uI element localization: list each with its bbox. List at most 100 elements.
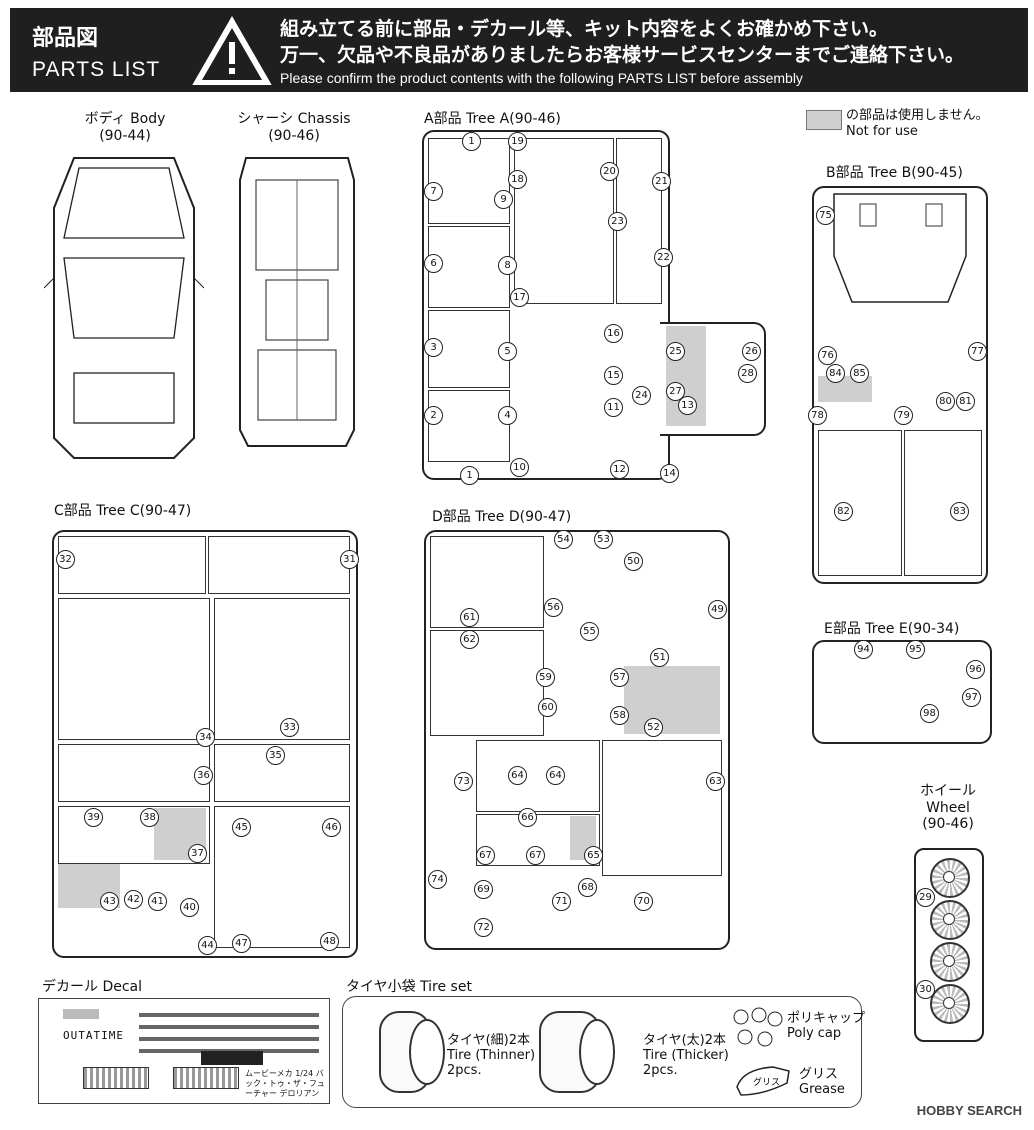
decal-strip [139, 1037, 319, 1041]
wheel-part [930, 858, 970, 898]
part-number: 5 [498, 342, 517, 361]
decal-caption: ムービーメカ 1/24 バック・トゥ・ザ・フューチャー デロリアン [245, 1069, 325, 1098]
tree-d-cell [430, 630, 544, 736]
part-number: 42 [124, 890, 143, 909]
polycap-icon [733, 1007, 783, 1047]
tree-d-code: (90-47) [519, 509, 572, 525]
header-notice: 組み立てる前に部品・デカール等、キット内容をよくお確かめ下さい。 万一、欠品や不… [280, 16, 964, 86]
part-number: 83 [950, 502, 969, 521]
part-number: 95 [906, 640, 925, 659]
part-number: 2 [424, 406, 443, 425]
title-en: PARTS LIST [32, 58, 161, 81]
part-number: 8 [498, 256, 517, 275]
part-number: 73 [454, 772, 473, 791]
tree-e-code: (90-34) [907, 621, 960, 637]
part-number: 1 [462, 132, 481, 151]
decal-strip [139, 1013, 319, 1017]
part-number: 49 [708, 600, 727, 619]
part-number: 7 [424, 182, 443, 201]
decal-light [83, 1067, 149, 1089]
not-for-use-swatch [806, 110, 842, 130]
part-number: 96 [966, 660, 985, 679]
part-number: 60 [538, 698, 557, 717]
part-number: 64 [508, 766, 527, 785]
part-number: 31 [340, 550, 359, 569]
tree-c-cell [58, 806, 210, 864]
chassis-name: シャーシ Chassis [237, 111, 351, 127]
part-number: 55 [580, 622, 599, 641]
part-number: 85 [850, 364, 869, 383]
polycap-label: ポリキャップ Poly cap [787, 1007, 865, 1041]
part-number: 43 [100, 892, 119, 911]
part-number: 46 [322, 818, 341, 837]
grease-jp: グリス [799, 1067, 839, 1082]
tree-a-name: A部品 Tree A [424, 111, 510, 127]
body-title: ボディ Body (90-44) [60, 108, 190, 144]
tree-c-code: (90-47) [139, 503, 192, 519]
part-number: 19 [508, 132, 527, 151]
tree-c-cell [208, 536, 350, 594]
part-number: 33 [280, 718, 299, 737]
part-number: 1 [460, 466, 479, 485]
polycap-en: Poly cap [787, 1026, 842, 1041]
watermark: HOBBY SEARCH [916, 1103, 1022, 1118]
decal-sheet: OUTATIME ムービーメカ 1/24 バック・トゥ・ザ・フューチャー デロリ… [38, 998, 330, 1104]
part-number: 62 [460, 630, 479, 649]
tree-d-cell [476, 814, 600, 866]
part-number: 17 [510, 288, 529, 307]
tree-d-cell [476, 740, 600, 812]
tree-c-cell [214, 744, 350, 802]
tire-thin-qty: 2pcs. [447, 1063, 482, 1078]
legend-en: Not for use [846, 124, 918, 139]
part-number: 15 [604, 366, 623, 385]
tire-thin-label: タイヤ(細)2本 Tire (Thinner) 2pcs. [447, 1029, 535, 1078]
part-number: 4 [498, 406, 517, 425]
tree-d-cell [602, 740, 722, 876]
part-number: 23 [608, 212, 627, 231]
part-number: 97 [962, 688, 981, 707]
grease-label: グリス Grease [799, 1063, 845, 1097]
part-number: 72 [474, 918, 493, 937]
part-number: 81 [956, 392, 975, 411]
chassis-drawing [239, 157, 355, 447]
part-number: 54 [554, 530, 573, 549]
part-number: 67 [476, 846, 495, 865]
tree-d-title: D部品 Tree D(90-47) [432, 506, 571, 526]
part-number: 40 [180, 898, 199, 917]
part-number: 59 [536, 668, 555, 687]
body-code: (90-44) [99, 128, 151, 144]
tire-thin-en: Tire (Thinner) [447, 1048, 536, 1063]
part-number: 67 [526, 846, 545, 865]
part-number: 53 [594, 530, 613, 549]
warning-icon [192, 15, 272, 85]
body-drawing [44, 157, 204, 459]
part-number: 71 [552, 892, 571, 911]
part-number: 16 [604, 324, 623, 343]
part-number: 26 [742, 342, 761, 361]
part-number: 58 [610, 706, 629, 725]
decal-light [173, 1067, 239, 1089]
wheel-name-en: Wheel [926, 800, 970, 816]
tire-thick-label: タイヤ(太)2本 Tire (Thicker) 2pcs. [643, 1029, 729, 1078]
tree-a-code: (90-46) [509, 111, 561, 127]
tree-a-frame [422, 130, 670, 480]
wheel-part [930, 900, 970, 940]
tire-set-frame: タイヤ(細)2本 Tire (Thinner) 2pcs. タイヤ(太)2本 T… [342, 996, 865, 1108]
tree-c-cell [214, 806, 350, 948]
part-number: 63 [706, 772, 725, 791]
wheel-part [930, 984, 970, 1024]
tire-rim [579, 1019, 615, 1085]
part-number: 51 [650, 648, 669, 667]
part-number: 9 [494, 190, 513, 209]
part-number: 79 [894, 406, 913, 425]
part-number: 39 [84, 808, 103, 827]
part-number: 77 [968, 342, 987, 361]
tree-b-hood [833, 193, 967, 303]
part-number: 65 [584, 846, 603, 865]
tire-thick-jp: タイヤ(太)2本 [643, 1033, 727, 1048]
notice-line-3: Please confirm the product contents with… [280, 70, 803, 86]
part-number: 57 [610, 668, 629, 687]
decal-panel [201, 1051, 263, 1065]
part-number: 35 [266, 746, 285, 765]
part-number: 70 [634, 892, 653, 911]
